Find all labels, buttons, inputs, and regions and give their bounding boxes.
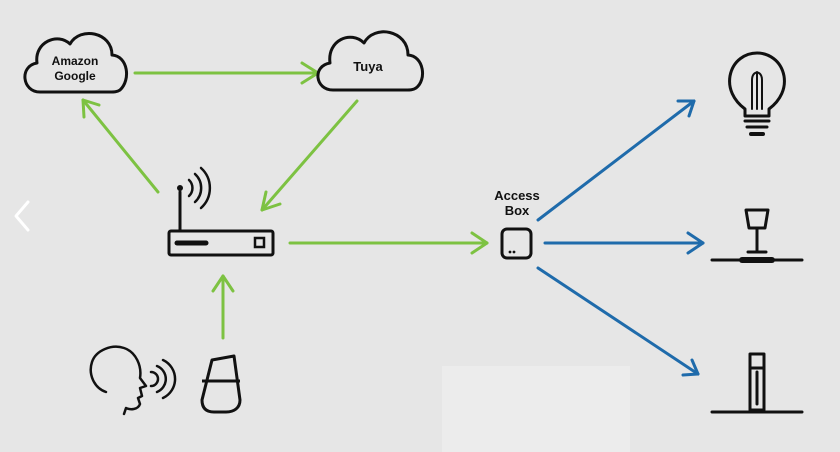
floor-lamp-icon — [710, 352, 804, 414]
arrow-tuya-to-router — [260, 99, 359, 212]
chevron-left-icon[interactable] — [6, 196, 36, 236]
arrow-accessbox-to-floor-lamp — [536, 266, 700, 377]
arrow-accessbox-to-table-lamp — [543, 231, 705, 255]
cloud-amazon-google: Amazon Google — [23, 32, 129, 94]
cloud-tuya: Tuya — [316, 30, 425, 92]
arrow-router-to-accessbox — [288, 231, 489, 255]
blank-panel — [442, 366, 630, 452]
router-icon — [167, 166, 275, 257]
cloud-left-line1: Amazon — [52, 54, 99, 68]
speaking-person-icon — [89, 345, 177, 416]
access-box-line1: Access — [494, 188, 540, 203]
cloud-left-line2: Google — [54, 69, 96, 83]
table-lamp-icon — [710, 208, 804, 263]
access-box-icon — [500, 227, 533, 260]
blue-arrows — [536, 99, 705, 377]
arrow-router-to-cloud — [81, 98, 160, 194]
arrow-accessbox-to-bulb — [536, 99, 696, 222]
cloud-right-label: Tuya — [353, 59, 383, 74]
cloud-icon — [316, 30, 425, 92]
access-box-node: Access Box — [494, 188, 540, 260]
light-bulb-icon — [728, 51, 786, 136]
arrow-speaker-to-router — [211, 274, 235, 340]
access-box-line2: Box — [505, 203, 530, 218]
arrow-cloud-to-tuya — [133, 61, 320, 85]
smart-speaker-icon — [200, 354, 242, 414]
green-arrows — [81, 61, 489, 340]
cloud-icon — [23, 32, 129, 94]
